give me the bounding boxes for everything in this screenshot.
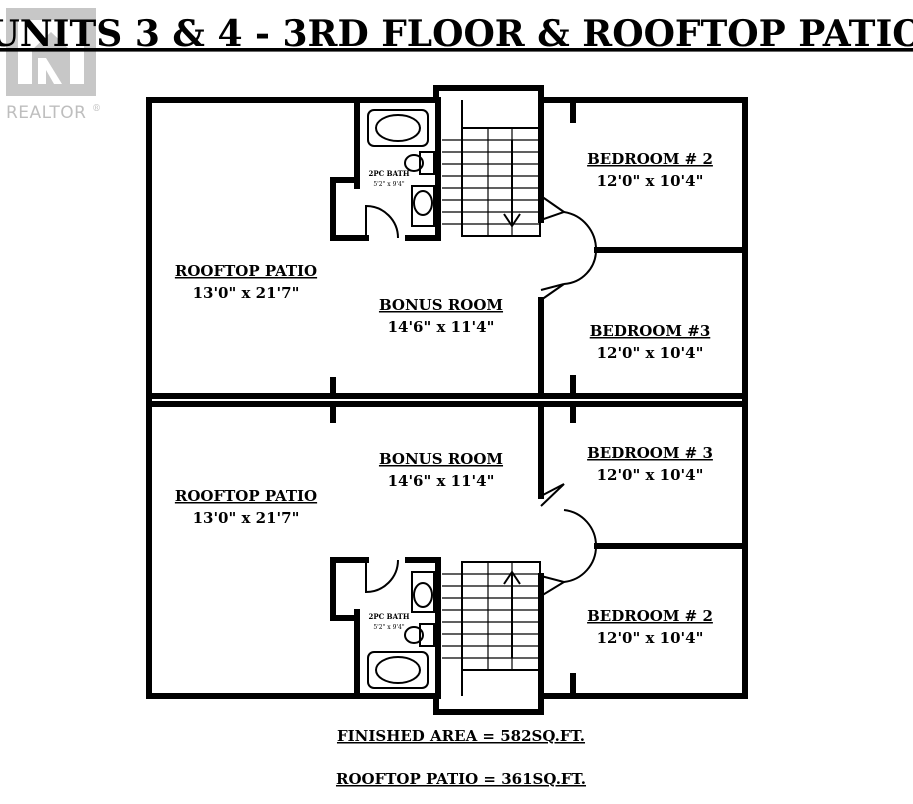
page-title: UNITS 3 & 4 - 3RD FLOOR & ROOFTOP PATIO — [0, 13, 913, 55]
bottom-bonus-room-dims: 14'6" x 11'4" — [388, 472, 495, 490]
finished-area-text: FINISHED AREA = 582SQ.FT. — [337, 727, 585, 745]
top-rooftop-patio-label: ROOFTOP PATIO — [175, 262, 317, 280]
bottom-rooftop-patio-label: ROOFTOP PATIO — [175, 487, 317, 505]
top-rooftop-patio-dims: 13'0" x 21'7" — [193, 284, 300, 302]
rooftop-patio-area-text: ROOFTOP PATIO = 361SQ.FT. — [336, 770, 586, 788]
stair-treads-top — [442, 128, 540, 236]
top-bonus-room-label: BONUS ROOM — [379, 296, 503, 314]
realtor-logo-text: REALTOR — [6, 103, 86, 123]
bottom-bonus-room-label: BONUS ROOM — [379, 450, 503, 468]
bottom-bath-dims: 5'2" x 9'4" — [373, 624, 405, 631]
bottom-bedroom-2-dims: 12'0" x 10'4" — [597, 629, 704, 647]
bottom-bedroom-3-label: BEDROOM # 3 — [587, 444, 713, 462]
bottom-bedroom-2-label: BEDROOM # 2 — [587, 607, 713, 625]
top-bedroom-2-dims: 12'0" x 10'4" — [597, 172, 704, 190]
top-bedroom-3-label: BEDROOM #3 — [590, 322, 711, 340]
top-bath-label: 2PC BATH — [369, 169, 410, 178]
unit-bottom-interior — [330, 401, 748, 699]
top-bonus-room-dims: 14'6" x 11'4" — [388, 318, 495, 336]
registered-mark: ® — [92, 104, 101, 114]
unit-top-interior — [330, 97, 748, 399]
bottom-bedroom-3-dims: 12'0" x 10'4" — [597, 466, 704, 484]
top-bath-dims: 5'2" x 9'4" — [373, 181, 405, 188]
top-bedroom-2-label: BEDROOM # 2 — [587, 150, 713, 168]
realtor-logo: REALTOR ® — [6, 8, 101, 123]
top-bedroom-3-dims: 12'0" x 10'4" — [597, 344, 704, 362]
bottom-bath-label: 2PC BATH — [369, 612, 410, 621]
bottom-rooftop-patio-dims: 13'0" x 21'7" — [193, 509, 300, 527]
stair-treads-bottom — [442, 562, 540, 670]
